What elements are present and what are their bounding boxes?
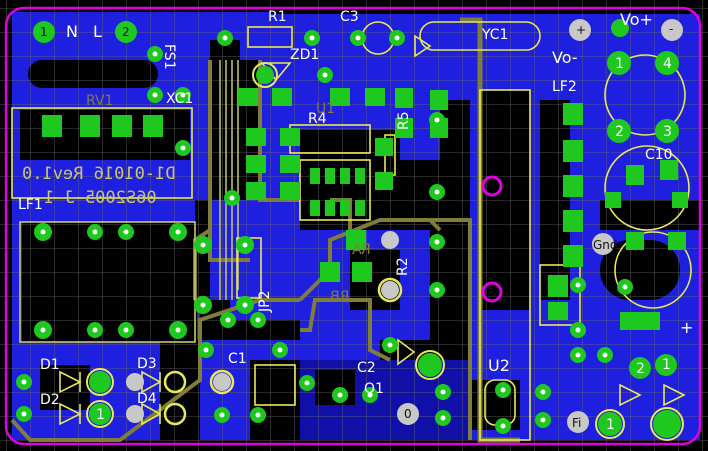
label-gnd: Gnd [593, 238, 618, 252]
label-ra: RA [352, 242, 371, 258]
silkscreen-top [11, 21, 692, 441]
pad-number-1: 1 [40, 25, 48, 39]
label-lf2: LF2 [552, 79, 577, 95]
label-r4: R4 [308, 111, 327, 127]
ring-pads[interactable] [86, 62, 684, 441]
label-zd1: ZD1 [290, 47, 320, 63]
label-d2: D2 [40, 392, 60, 408]
label-q1: Q1 [364, 381, 384, 397]
label-xc1: XC1 [166, 91, 194, 107]
pad-number-bottom-2: 2 [636, 361, 645, 377]
pad-number-bottom-1: 1 [662, 357, 671, 373]
label-d3: D3 [137, 356, 157, 372]
pad-number-vo-1: 1 [615, 56, 624, 72]
label-yc1: YC1 [482, 27, 509, 43]
label-plus: + [680, 318, 694, 337]
pad-number-vo-3: 3 [663, 124, 672, 140]
label-d4: D4 [137, 391, 157, 407]
drill-holes [21, 35, 628, 429]
label-lf1: LF1 [18, 197, 43, 213]
label-c1: C1 [228, 351, 247, 367]
silkscreen-date-code: 06S2005 J-1 [44, 188, 157, 208]
label-vo-minus: Vo- [552, 48, 578, 67]
label-rv1: RV1 [86, 93, 114, 109]
label-u1: U1 [316, 101, 336, 117]
pad-number-2: 2 [122, 25, 130, 39]
label-jp2: JP2 [257, 290, 273, 312]
label-vo-plus: Vo+ [620, 10, 653, 29]
pad-number-vo-2: 2 [615, 124, 624, 140]
label-plus-terminal: + [576, 23, 587, 37]
label-u2: U2 [488, 356, 510, 375]
label-d1: D1 [40, 357, 60, 373]
label-rb: RB [330, 289, 350, 305]
test-vias[interactable] [481, 175, 503, 303]
pad-number-fi-1: 1 [606, 417, 615, 433]
label-l: L [93, 22, 102, 41]
label-r1: R1 [268, 9, 287, 25]
label-r5: R5 [396, 111, 412, 130]
label-fs1: FS1 [161, 44, 177, 70]
label-zero: 0 [404, 407, 412, 421]
pad-number-vo-4: 4 [663, 56, 672, 72]
label-n: N [66, 22, 78, 41]
board-outline [4, 6, 702, 446]
pad-number-d2: 1 [96, 407, 105, 423]
label-c3: C3 [340, 9, 359, 25]
mounting-holes[interactable] [126, 19, 683, 433]
label-fi: Fi [572, 416, 582, 430]
silkscreen-revision: D1-01016 Rev1.0 [22, 164, 176, 184]
label-c10: C10 [645, 147, 673, 163]
label-minus-terminal: - [669, 22, 674, 36]
test-points[interactable] [163, 277, 403, 426]
label-c2: C2 [357, 360, 376, 376]
label-r2: R2 [395, 257, 411, 276]
